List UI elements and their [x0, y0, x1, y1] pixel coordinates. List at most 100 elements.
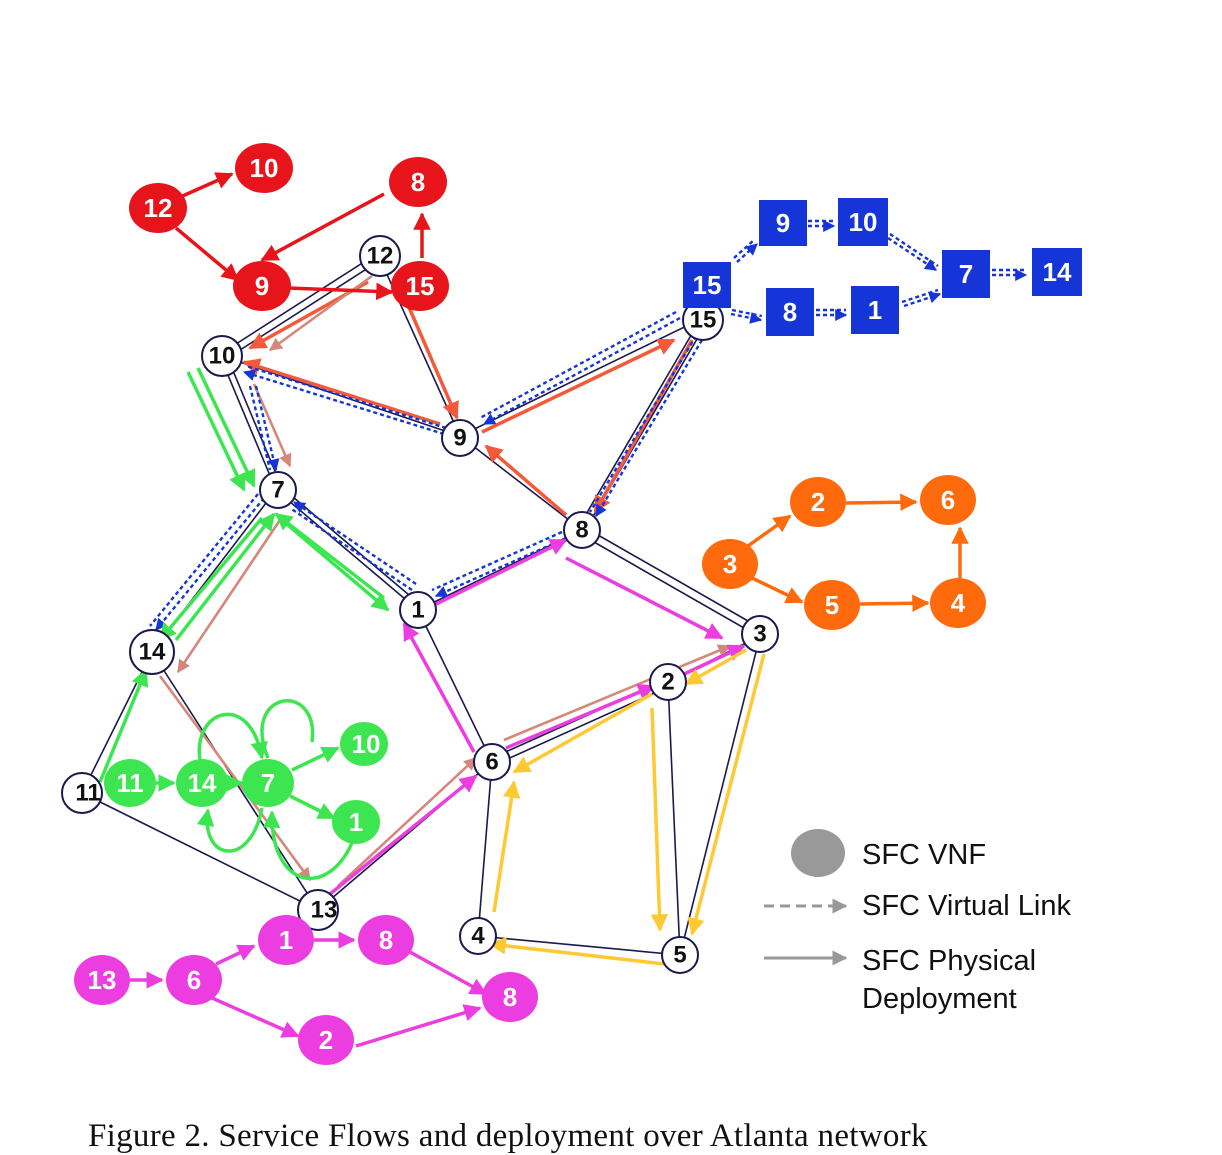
flow-green-7-14a [158, 516, 264, 642]
mag-vnf-2: 2 [298, 1015, 354, 1065]
mag-edge-2-8 [355, 1004, 482, 1048]
node-5: 5 [661, 936, 699, 974]
node-1: 1 [399, 591, 437, 629]
svg-text:1: 1 [279, 925, 293, 955]
orange-edge-5-4 [859, 594, 930, 612]
svg-text:1: 1 [349, 807, 363, 837]
link-8-3 [579, 526, 763, 637]
svg-text:8: 8 [503, 982, 517, 1012]
flow-blue-15-8 [590, 335, 704, 516]
flow-yel-2-5 [650, 707, 669, 932]
flow-blue-7-14 [150, 493, 265, 630]
blue-edge-9-10 [808, 221, 834, 226]
node-15: 15 [682, 299, 724, 341]
legend-vnf-swatch [791, 829, 845, 877]
flow-green-14-7 [174, 512, 276, 642]
flow-yel-5-4 [488, 937, 665, 966]
red-edge-8-9 [260, 192, 385, 262]
flow-blue-1-7 [290, 502, 417, 591]
orange-vnf-3: 3 [702, 539, 758, 589]
mag-edge-6-2 [211, 996, 300, 1038]
mag-vnf-8b: 8 [482, 972, 538, 1022]
node-10-label: 10 [209, 343, 236, 370]
node-12-label: 12 [367, 243, 394, 270]
orange-vnf-5: 5 [804, 580, 860, 630]
blue-edge-7-14 [992, 270, 1026, 275]
node-9-label: 9 [453, 425, 466, 452]
flow-red-8-9 [484, 444, 568, 517]
green-edge-7-10 [291, 746, 340, 772]
svg-text:15: 15 [693, 270, 722, 300]
green-loop-7-10-top [260, 699, 315, 759]
svg-text:5: 5 [825, 590, 839, 620]
orange-edge-2-6 [845, 493, 918, 511]
flow-yel-2-6 [512, 692, 653, 774]
svg-text:3: 3 [723, 549, 737, 579]
green-vnf-7: 7 [242, 759, 294, 807]
legend-virtual-label: SFC Virtual Link [862, 890, 1071, 922]
node-7-label: 7 [271, 477, 284, 504]
green-vnf-1: 1 [332, 800, 380, 844]
node-13-label: 13 [311, 897, 338, 924]
blue-edge-10-7 [887, 233, 938, 270]
node-3-label: 3 [753, 621, 766, 648]
orange-vnf-6: 6 [920, 475, 976, 525]
blue-vnf-9: 9 [759, 200, 807, 246]
flow-blue-9-10 [244, 366, 447, 436]
svg-text:2: 2 [811, 487, 825, 517]
svg-text:9: 9 [255, 271, 269, 301]
svg-text:15: 15 [406, 271, 435, 301]
mag-edge-8-8 [409, 950, 488, 996]
flow-red-9-15 [481, 338, 676, 434]
flow-mag-1-8 [435, 538, 568, 606]
flow-sal-12-10 [268, 274, 373, 352]
red-vnf-9: 9 [233, 261, 291, 311]
green-vnf-11: 11 [104, 759, 156, 807]
green-vnf-10: 10 [340, 722, 388, 766]
red-vnf-12: 12 [129, 183, 187, 233]
legend-physical-label-1: SFC Physical [862, 945, 1036, 977]
blue-edge-15-8 [730, 310, 762, 320]
svg-text:2: 2 [319, 1025, 333, 1055]
mag-vnf-8a: 8 [358, 915, 414, 965]
flow-mag-8-3 [565, 556, 724, 640]
node-8-label: 8 [575, 517, 588, 544]
green-loop-1-7-bottom [262, 810, 356, 880]
link-4-5 [477, 935, 681, 956]
svg-text:10: 10 [250, 153, 279, 183]
orange-edge-3-5 [751, 576, 804, 604]
flow-sal-10-7 [252, 383, 292, 468]
flow-blue-8-1 [432, 530, 567, 596]
node-8: 8 [563, 511, 601, 549]
flow-sal-6-3 [503, 644, 732, 742]
red-vnf-10: 10 [235, 143, 293, 193]
flow-mag-13-6 [328, 774, 478, 896]
blue-vnf-1: 1 [851, 286, 899, 334]
flow-yel-4-6 [492, 780, 521, 913]
svg-text:4: 4 [951, 588, 966, 618]
flow-mag-6-1 [402, 622, 476, 753]
orange-vnf-4: 4 [930, 578, 986, 628]
blue-edge-8-1 [816, 310, 846, 315]
node-4-label: 4 [471, 923, 485, 950]
legend-physical-label-2: Deployment [862, 983, 1017, 1015]
flow-green-10-7b [196, 367, 256, 488]
orange-vnf-2: 2 [790, 477, 846, 527]
node-3: 3 [741, 615, 779, 653]
red-vnf-15: 15 [391, 261, 449, 311]
svg-text:6: 6 [941, 485, 955, 515]
flow-red-9-10 [242, 358, 441, 426]
node-13: 13 [297, 889, 339, 931]
blue-vnf-8: 8 [766, 288, 814, 336]
node-7: 7 [259, 471, 297, 509]
green-edge-7-1 [289, 794, 336, 820]
flow-sal-7-14 [176, 519, 282, 674]
magenta-sfc: 13 6 1 8 2 8 [74, 915, 538, 1065]
blue-edge-15-9 [733, 240, 757, 263]
node-6: 6 [473, 743, 511, 781]
node-15-label: 15 [690, 307, 717, 334]
link-1-6 [417, 609, 493, 763]
svg-text:11: 11 [116, 768, 144, 798]
flow-mag-2-3 [679, 644, 746, 678]
